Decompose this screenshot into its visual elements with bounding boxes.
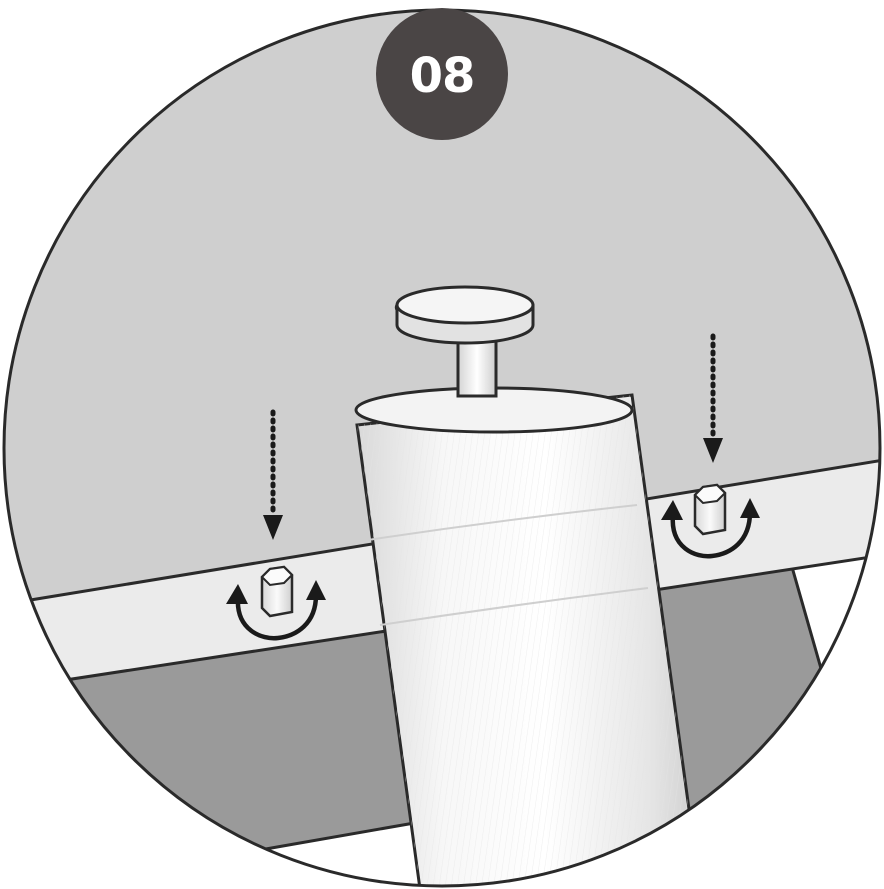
support-post — [354, 386, 702, 886]
left-bolt — [226, 409, 326, 641]
step-number: 08 — [410, 48, 475, 104]
right-bolt — [661, 333, 760, 559]
dotted-down-arrow-icon — [263, 409, 283, 540]
hex-bolt-icon — [693, 483, 727, 536]
rotate-arrows-icon — [226, 580, 326, 641]
step-badge: 08 — [376, 8, 508, 140]
dotted-down-arrow-icon — [703, 333, 723, 463]
step-badge-circle — [376, 8, 508, 140]
rotate-arrows-icon — [661, 498, 760, 559]
post-knob — [394, 285, 535, 398]
hex-bolt-icon — [260, 565, 294, 618]
